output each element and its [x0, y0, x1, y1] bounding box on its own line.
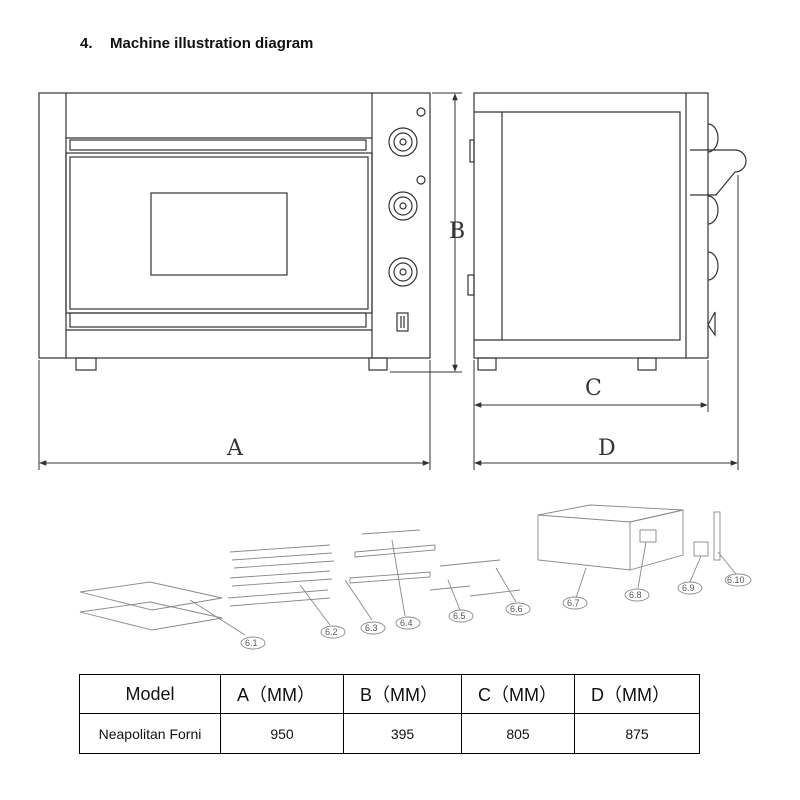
cell-b: 395	[343, 713, 462, 754]
front-foot-left	[75, 357, 97, 371]
table-header-row: Model A（MM） B（MM） C（MM） D（MM）	[79, 674, 700, 714]
section-title: Machine illustration diagram	[110, 35, 314, 52]
machine-illustration-diagram: A B C D	[38, 92, 752, 650]
callout-6-4: 6.4	[400, 618, 413, 628]
header-d: D（MM）	[574, 674, 700, 714]
part-rail-top	[354, 544, 436, 558]
cell-model: Neapolitan Forni	[79, 713, 221, 754]
part-control-panel	[639, 529, 657, 543]
dimension-lines	[38, 92, 739, 470]
door-window	[150, 192, 288, 276]
part-heating-element-top	[229, 544, 335, 569]
callout-6-7: 6.7	[567, 598, 580, 608]
part-oven-body-side	[537, 515, 631, 571]
hinge-bracket	[690, 149, 747, 196]
indicator-light-2	[416, 175, 426, 185]
side-foot-left	[477, 357, 497, 371]
front-foot-right	[368, 357, 388, 371]
header-model: Model	[79, 674, 221, 714]
cell-d: 875	[574, 713, 700, 754]
dimension-c-label: C	[585, 376, 602, 401]
part-stone-plate-bottom	[79, 601, 223, 631]
side-foot-right	[637, 357, 657, 371]
dimension-d-label: D	[598, 436, 616, 461]
power-switch	[396, 312, 409, 332]
part-brackets	[429, 559, 521, 597]
part-oven-body-front	[629, 509, 684, 571]
side-outer-frame	[473, 92, 709, 359]
part-rail-bottom	[349, 571, 431, 584]
specification-table: Model A（MM） B（MM） C（MM） D（MM） Neapolitan…	[79, 674, 700, 754]
dimension-a-label: A	[226, 436, 244, 461]
part-rail-thin	[361, 529, 421, 535]
part-callouts	[240, 573, 752, 650]
callout-6-10: 6.10	[727, 575, 745, 585]
cell-a: 950	[220, 713, 344, 754]
part-oven-body-top	[537, 504, 684, 523]
indicator-light-1	[416, 107, 426, 117]
control-knob-1	[388, 127, 418, 157]
header-a: A（MM）	[220, 674, 344, 714]
exploded-parts-view	[79, 504, 737, 636]
side-view	[467, 92, 747, 371]
control-knob-2	[388, 191, 418, 221]
header-b: B（MM）	[343, 674, 462, 714]
section-heading: 4. Machine illustration diagram	[80, 35, 313, 52]
table-row: Neapolitan Forni 950 395 805 875	[79, 713, 700, 754]
section-number: 4.	[80, 35, 93, 52]
part-heating-element-bottom	[227, 589, 331, 607]
callout-6-2: 6.2	[325, 627, 338, 637]
side-panel	[501, 111, 681, 341]
callout-6-9: 6.9	[682, 583, 695, 593]
cell-c: 805	[461, 713, 575, 754]
header-c: C（MM）	[461, 674, 575, 714]
front-view	[38, 92, 431, 371]
callout-6-5: 6.5	[453, 611, 466, 621]
part-switch-box	[693, 541, 709, 557]
part-heating-element-middle	[229, 570, 333, 587]
callout-6-1: 6.1	[245, 638, 258, 648]
oven-door	[65, 152, 373, 314]
part-stone-plate-top	[79, 581, 223, 611]
front-outer-frame	[38, 92, 431, 359]
callout-6-6: 6.6	[510, 604, 523, 614]
callout-6-8: 6.8	[629, 590, 642, 600]
callout-6-3: 6.3	[365, 623, 378, 633]
control-knob-3	[388, 257, 418, 287]
dimension-b-label: B	[449, 219, 465, 244]
part-side-strip	[713, 511, 721, 561]
